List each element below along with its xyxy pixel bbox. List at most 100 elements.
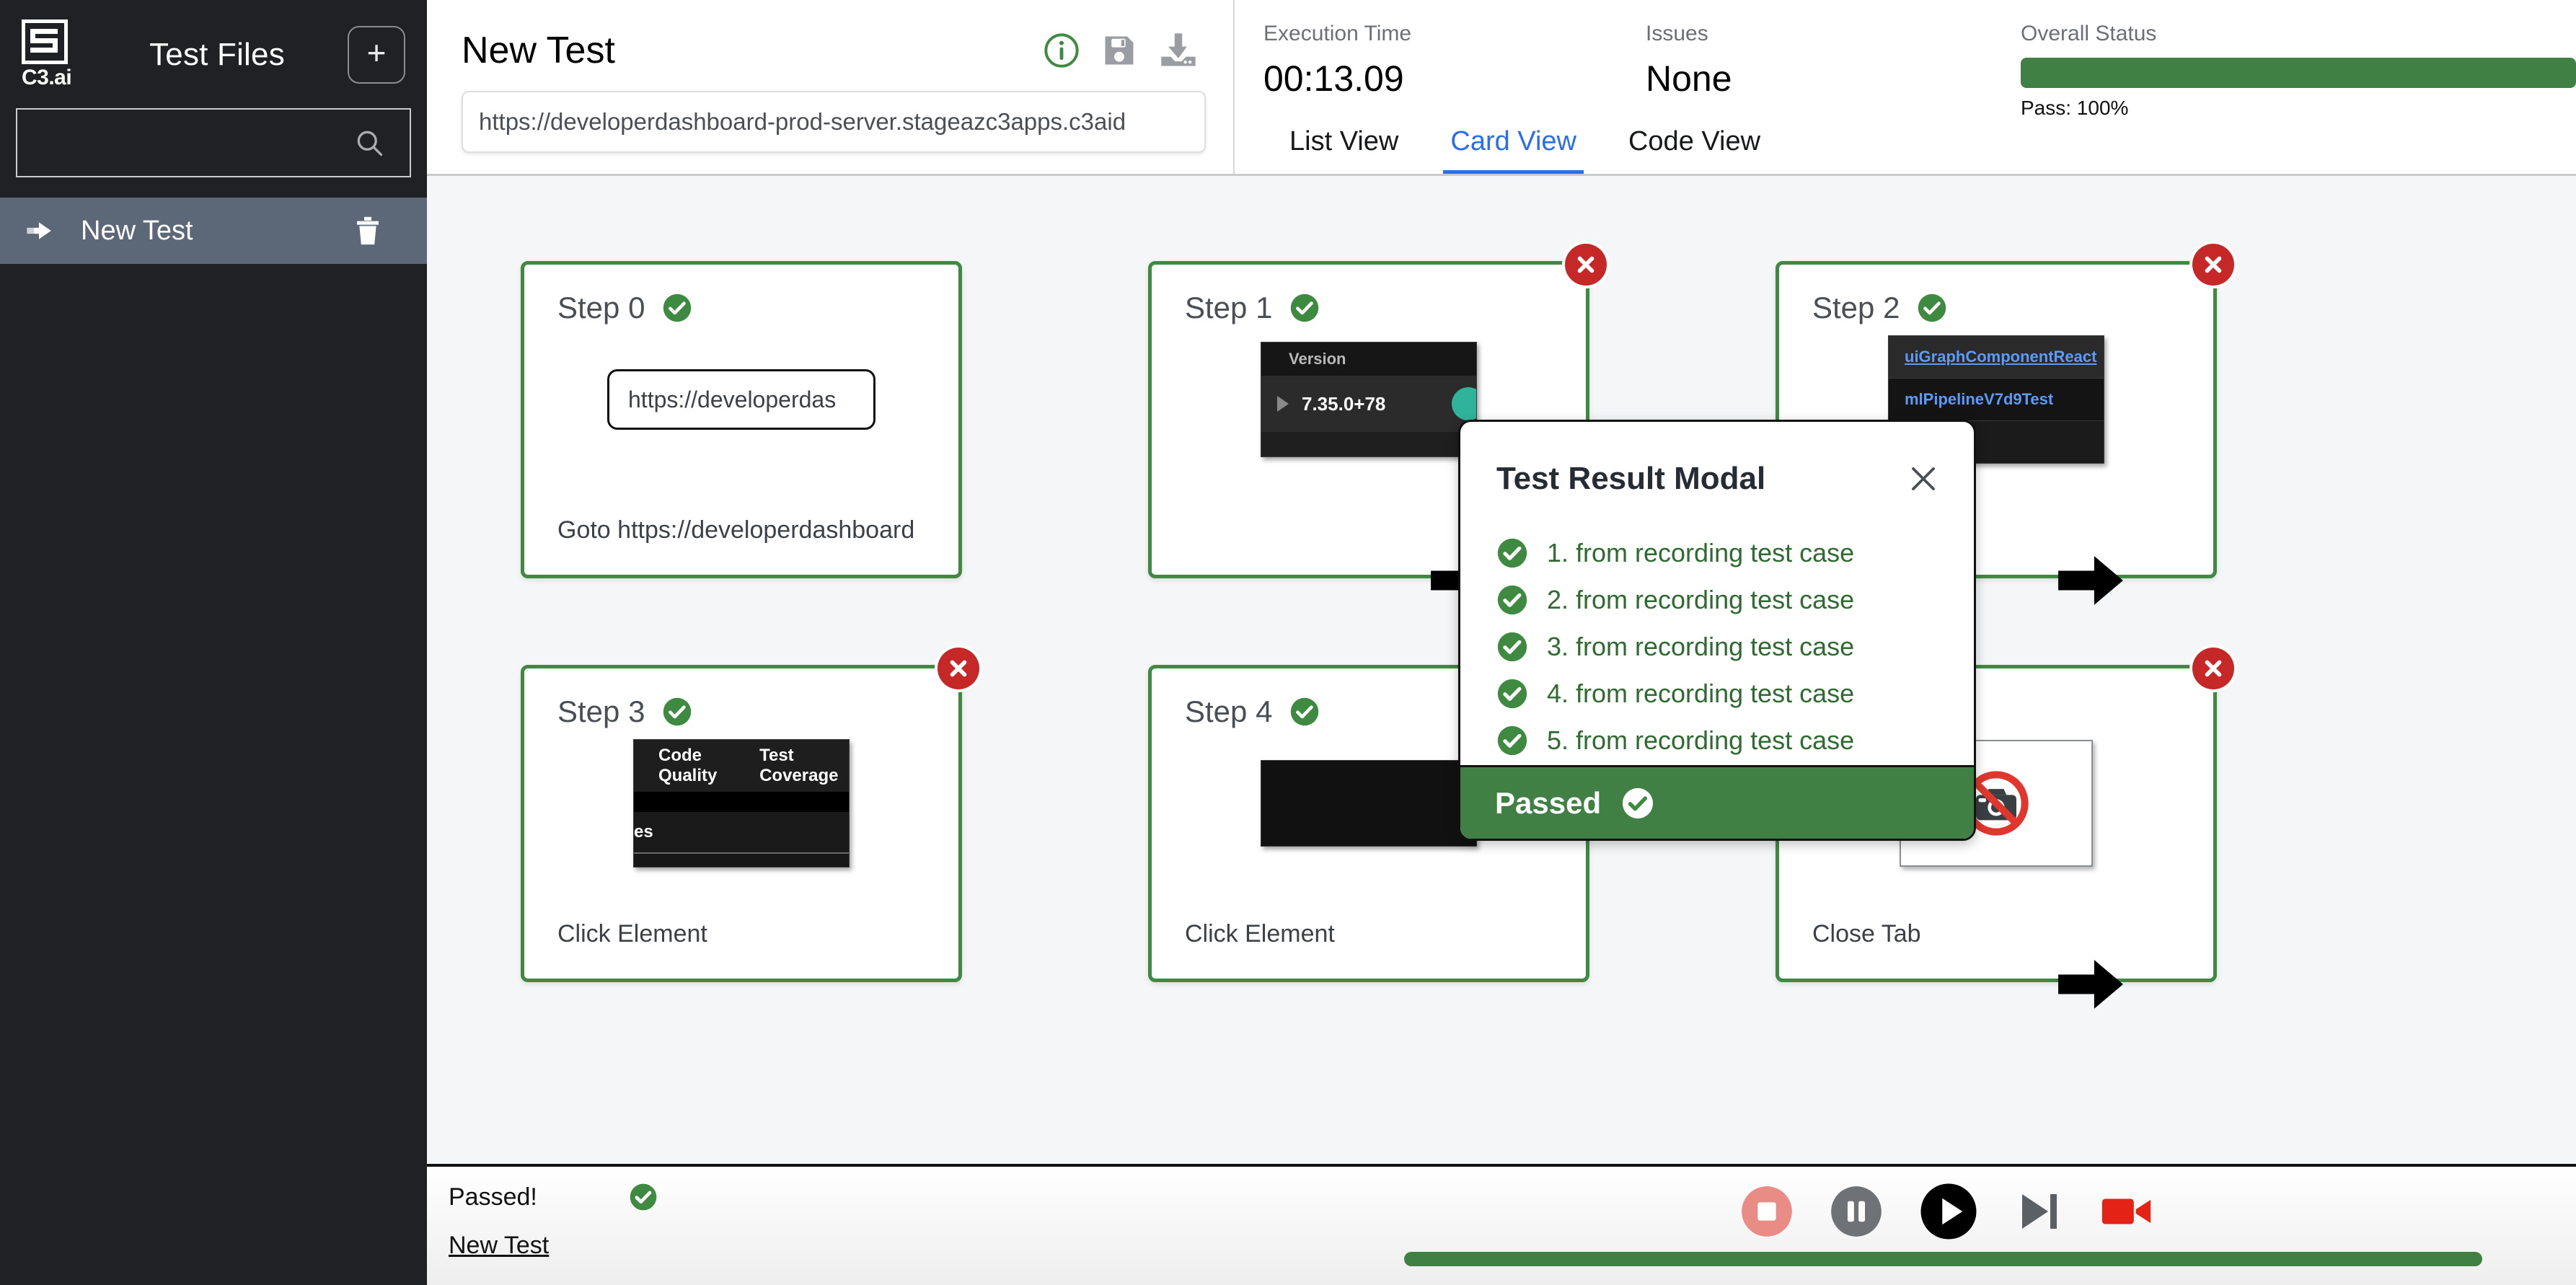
list-item-label: 4. from recording test case — [1547, 679, 1855, 708]
check-circle-icon — [1497, 725, 1527, 756]
video-camera-icon — [2101, 1198, 2151, 1224]
sidebar-title: Test Files — [149, 37, 285, 72]
tab-card-view[interactable]: Card View — [1424, 126, 1602, 176]
close-icon — [2205, 660, 2222, 677]
list-item: 3. from recording test case — [1496, 631, 1974, 663]
remove-step-button[interactable] — [2192, 244, 2234, 286]
search-box[interactable] — [16, 108, 411, 177]
remove-step-button[interactable] — [1565, 244, 1607, 286]
c3-logo-icon — [22, 19, 68, 64]
check-circle-icon — [1497, 585, 1527, 615]
list-item: 2. from recording test case — [1496, 584, 1974, 616]
check-circle-icon — [1623, 787, 1654, 818]
modal-header: Test Result Modal — [1460, 422, 1974, 497]
screenshot-line-version: Version — [1261, 343, 1476, 376]
remove-step-button[interactable] — [2192, 648, 2234, 689]
list-item-label: 3. from recording test case — [1547, 632, 1855, 661]
list-item-label: 5. from recording test case — [1547, 725, 1855, 755]
tab-list-view[interactable]: List View — [1289, 126, 1399, 156]
link-text: uiGraphComponentReact — [1905, 348, 2097, 366]
search-input[interactable] — [17, 110, 410, 176]
close-icon[interactable] — [1906, 462, 1941, 496]
view-tabs: List View Card View Code View — [1263, 97, 1786, 176]
play-button[interactable] — [1918, 1181, 1979, 1242]
overall-status-bar — [2021, 58, 2576, 88]
remove-step-button[interactable] — [938, 648, 979, 689]
list-item: 5. from recording test case — [1496, 725, 1974, 756]
step-card-header: Step 2 — [1779, 265, 2213, 325]
sidebar-item-label: New Test — [81, 215, 193, 246]
check-circle-icon — [663, 293, 692, 322]
record-button[interactable] — [2100, 1189, 2155, 1234]
metric-label-test-coverage: Test Coverage — [759, 746, 839, 785]
run-progress-bar[interactable] — [1404, 1252, 2482, 1266]
step-preview: Version 7.35.0+78 — [1152, 331, 1586, 468]
execution-time-label: Execution Time — [1263, 22, 1412, 45]
pause-button[interactable] — [1829, 1184, 1884, 1239]
step-card-3[interactable]: Step 3 Code Quality Test Coverage — [521, 648, 979, 982]
sidebar-item-new-test[interactable]: New Test — [0, 198, 427, 264]
test-file-list: New Test — [0, 198, 427, 264]
step-card-header: Step 4 — [1152, 668, 1586, 729]
screenshot-header: Code Quality Test Coverage — [634, 740, 849, 792]
page-title: New Test — [462, 30, 615, 71]
link-text: mlPipelineV7d9Test — [1905, 390, 2054, 408]
topbar-divider — [427, 174, 2576, 176]
close-icon — [2205, 256, 2222, 273]
step-action-label: Close Tab — [1812, 920, 1921, 948]
transport-controls — [1739, 1181, 2155, 1242]
close-icon — [950, 660, 967, 677]
step-card-header: Step 3 — [524, 668, 958, 729]
modal-result-list: 1. from recording test case 2. from reco… — [1460, 497, 1974, 756]
pause-icon — [1831, 1186, 1882, 1237]
modal-title: Test Result Modal — [1496, 461, 1766, 496]
step-title: Step 2 — [1812, 291, 1900, 324]
brand-logo: C3.ai — [22, 19, 76, 90]
skip-next-icon — [2022, 1194, 2057, 1229]
step-screenshot: Code Quality Test Coverage es — [633, 739, 850, 867]
check-circle-icon — [1497, 632, 1527, 662]
url-field[interactable] — [462, 91, 1206, 153]
issues-label: Issues — [1646, 22, 1708, 45]
url-input[interactable] — [463, 92, 1204, 151]
current-test-link[interactable]: New Test — [449, 1232, 550, 1259]
arrow-right-icon — [27, 222, 51, 239]
run-status: Passed! — [449, 1183, 658, 1211]
info-icon[interactable] — [1043, 32, 1080, 69]
execution-time-stat: Execution Time 00:13.09 — [1263, 22, 1610, 176]
step-preview — [1152, 735, 1586, 872]
stop-button[interactable] — [1739, 1184, 1794, 1239]
flow-arrow-icon — [2058, 960, 2123, 1009]
step-forward-button[interactable] — [2013, 1185, 2065, 1237]
step-action-label: Click Element — [557, 920, 707, 948]
no-camera-icon — [1964, 771, 2029, 836]
stats-group: Execution Time 00:13.09 Issues None Over… — [1235, 0, 2576, 176]
test-title-row: New Test — [462, 16, 1203, 85]
step-screenshot — [1261, 760, 1477, 847]
step-screenshot: Version 7.35.0+78 — [1261, 342, 1477, 457]
stop-icon — [1742, 1186, 1792, 1237]
test-header: New Test — [427, 0, 1235, 176]
modal-status-banner: Passed — [1460, 765, 1974, 839]
save-icon[interactable] — [1100, 32, 1138, 69]
step-action-label: Click Element — [1185, 920, 1335, 948]
step-title: Step 3 — [557, 694, 645, 728]
test-result-modal[interactable]: Test Result Modal 1. from recording test… — [1458, 420, 1976, 841]
list-item: 1. from recording test case — [1496, 537, 1974, 569]
step-preview: https://developerdas — [524, 331, 958, 468]
avatar — [1452, 387, 1476, 420]
step-card-0[interactable]: Step 0 https://developerdas Goto https:/… — [521, 261, 962, 578]
metric-label-code-quality: Code Quality — [658, 746, 718, 785]
screenshot-line-build: 7.35.0+78 — [1261, 376, 1476, 432]
flow-arrow-icon — [2058, 556, 2123, 605]
sidebar-search-wrap — [0, 94, 427, 177]
download-icon[interactable] — [1158, 32, 1199, 69]
add-test-button[interactable]: + — [348, 26, 405, 84]
trash-icon[interactable] — [353, 214, 382, 247]
screenshot-band — [634, 792, 849, 812]
step-title: Step 0 — [557, 291, 645, 324]
step-card-header: Step 0 — [524, 265, 958, 325]
tab-code-view[interactable]: Code View — [1628, 126, 1761, 156]
screenshot-row: uiGraphComponentReact — [1889, 336, 2104, 379]
